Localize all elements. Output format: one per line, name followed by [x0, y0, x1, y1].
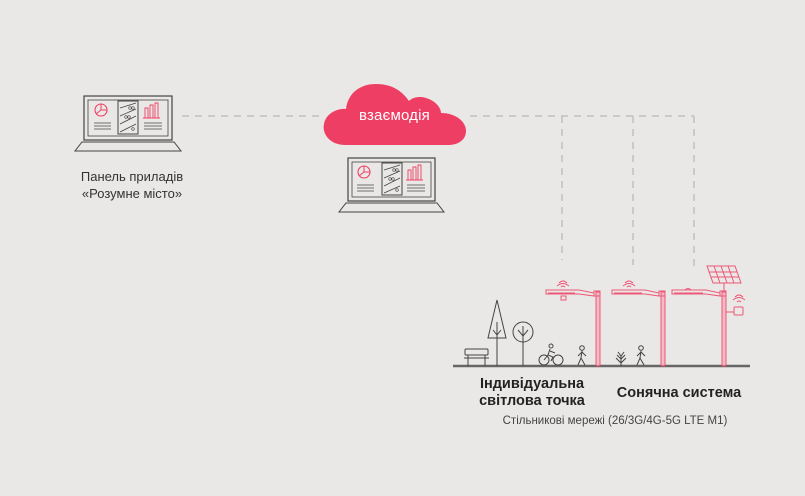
- pedestrian-icon: [636, 345, 646, 366]
- individual-light-label: Індивідуальна світлова точка: [468, 376, 596, 410]
- cellular-networks-label: Стільникові мережі (26/3G/4G-5G LTE M1): [502, 415, 728, 427]
- tree-round-icon: [512, 321, 534, 366]
- dashboard-label-line2: «Розумне місто»: [81, 186, 183, 201]
- tree-conifer-icon: [487, 299, 507, 366]
- streetlight-icon: [545, 280, 601, 367]
- bench-icon: [464, 348, 489, 366]
- cloud-icon: [323, 84, 466, 145]
- server-laptop-icon: [337, 157, 446, 213]
- dashboard-label: Панель приладів «Розумне місто»: [52, 168, 212, 202]
- connector-lines: [182, 115, 695, 266]
- individual-label-line1: Індивідуальна: [479, 376, 585, 392]
- dashboard-label-line1: Панель приладів: [80, 169, 184, 184]
- pedestrian-icon: [577, 345, 587, 366]
- plant-icon: [615, 351, 627, 366]
- street-scene: [453, 265, 750, 368]
- individual-label-line2: світлова точка: [479, 393, 585, 409]
- cyclist-icon: [538, 343, 564, 366]
- dashboard-laptop-icon: [73, 95, 183, 152]
- cloud-label: взаємодія: [358, 107, 430, 124]
- solar-streetlight-icon: [671, 265, 746, 367]
- streetlight-icon: [611, 280, 666, 367]
- solar-system-label: Сонячна система: [616, 385, 742, 401]
